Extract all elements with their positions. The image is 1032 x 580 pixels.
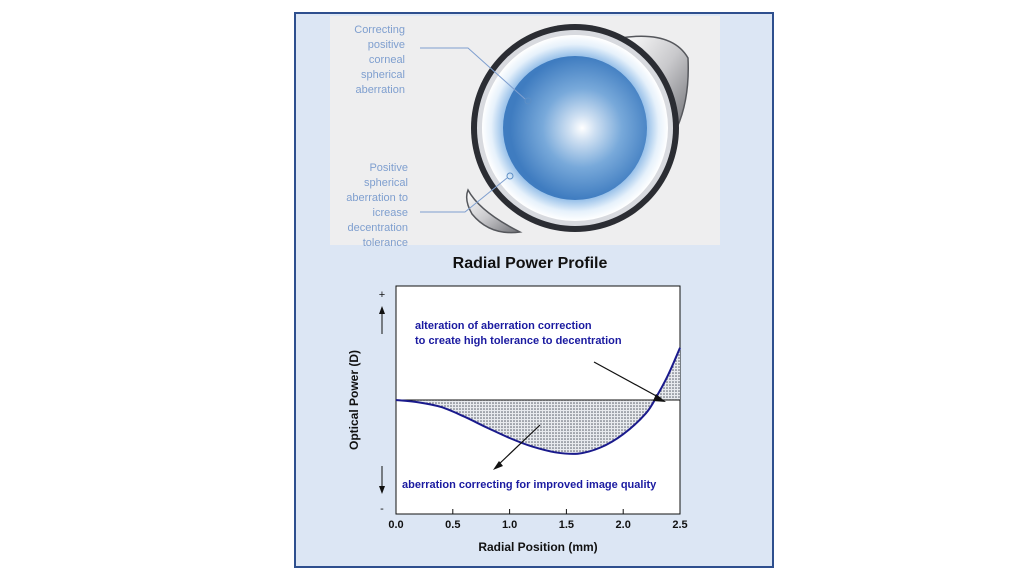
- y-up-arrow: [379, 306, 385, 334]
- peripheral-zone-label: Positive spherical aberration to icrease…: [346, 162, 408, 249]
- x-tick-label: 2.0: [616, 519, 631, 531]
- iol-lens-illustration: [420, 24, 689, 234]
- x-tick-label: 0.0: [388, 519, 403, 531]
- chart-title: Radial Power Profile: [453, 255, 608, 272]
- central-zone-marker: [524, 97, 532, 105]
- central-zone-label-line: aberration: [355, 84, 405, 96]
- peripheral-zone-label-line: Positive: [369, 162, 408, 174]
- x-axis-ticks: 0.0 0.5 1.0 1.5 2.0 2.5: [388, 509, 688, 531]
- annotation-decentration: alteration of aberration correction to c…: [415, 320, 622, 347]
- lens-optic-core: [503, 56, 647, 200]
- annotation-image-quality: aberration correcting for improved image…: [402, 479, 657, 491]
- x-tick-label: 0.5: [445, 519, 460, 531]
- y-tick-plus: +: [379, 289, 385, 301]
- y-tick-minus: -: [380, 503, 384, 515]
- central-zone-label-line: corneal: [369, 54, 405, 66]
- shaded-deviation-area: [396, 347, 680, 454]
- x-tick-label: 1.0: [502, 519, 517, 531]
- x-tick-label: 2.5: [672, 519, 687, 531]
- x-axis-label: Radial Position (mm): [478, 540, 597, 554]
- annotation-arrow-image-quality: [493, 424, 541, 470]
- central-zone-label-line: positive: [368, 39, 405, 51]
- central-zone-leader-line: [420, 47, 526, 100]
- central-zone-label-line: Correcting: [354, 24, 405, 36]
- central-zone-label: Correcting positive corneal spherical ab…: [354, 24, 405, 96]
- annotation-line: alteration of aberration correction: [415, 320, 592, 332]
- central-zone-label-line: spherical: [361, 69, 405, 81]
- x-tick-label: 1.5: [559, 519, 574, 531]
- y-down-arrow: [379, 466, 385, 494]
- peripheral-zone-leader-line: [420, 177, 508, 213]
- peripheral-zone-label-line: tolerance: [363, 237, 408, 249]
- peripheral-zone-label-line: aberration to: [346, 192, 408, 204]
- y-axis-label: Optical Power (D): [347, 350, 361, 450]
- annotation-line: to create high tolerance to decentration: [415, 335, 622, 347]
- haptic-bottom-left: [465, 188, 523, 234]
- annotation-arrow-decentration: [593, 361, 666, 402]
- peripheral-zone-label-line: icrease: [373, 207, 408, 219]
- peripheral-zone-marker: [506, 172, 514, 180]
- peripheral-zone-label-line: decentration: [347, 222, 408, 234]
- peripheral-zone-label-line: spherical: [364, 177, 408, 189]
